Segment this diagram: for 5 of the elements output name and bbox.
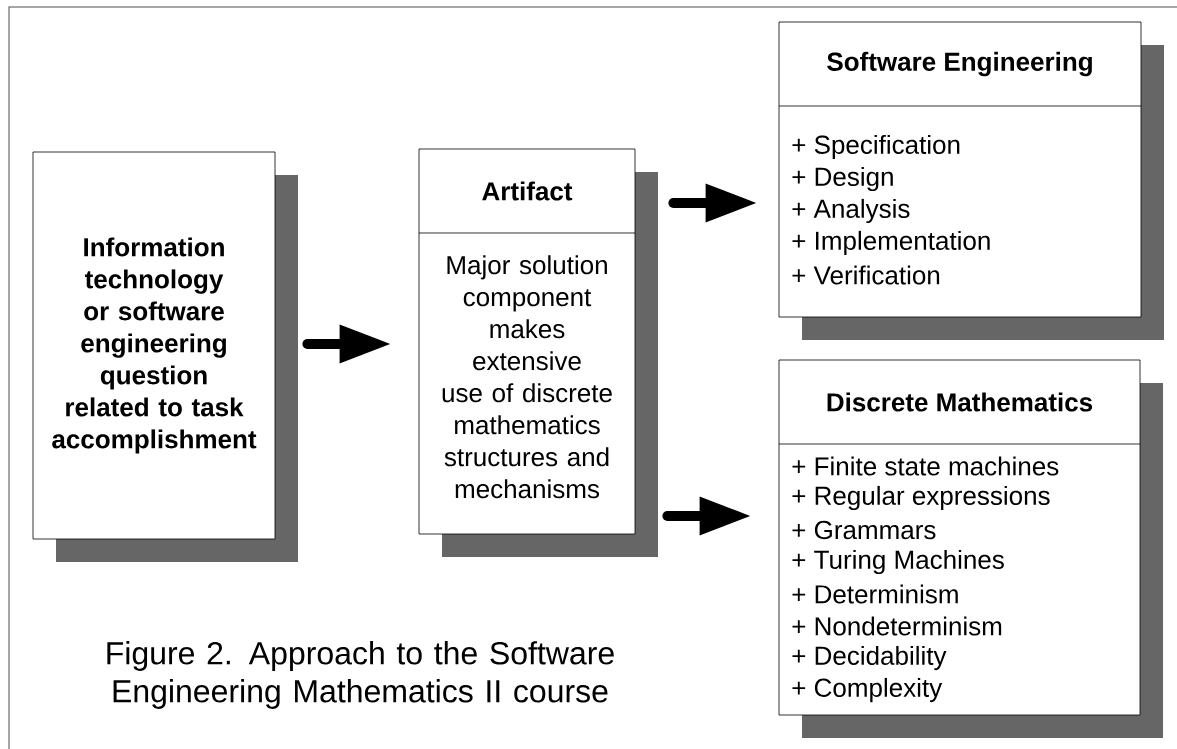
process-box: Artifact Major solution component makes extensive use of discrete mathematics structures and mechanisms <box>418 148 658 557</box>
process-box: Discrete Mathematics + Finite state machines + Regular expressions + Grammars + Turing Machines + Determinism + Nondeterminism + Decidability + Complexity <box>778 359 1163 738</box>
figure-caption: Figure 2. Approach to the Software Engineering Mathematics II course <box>107 641 614 709</box>
process-box: Information technology or software engineering question related to task accomplishment <box>32 151 298 562</box>
process-box: Software Engineering + Specification + Design + Analysis + Implementation + Verification <box>778 21 1164 340</box>
